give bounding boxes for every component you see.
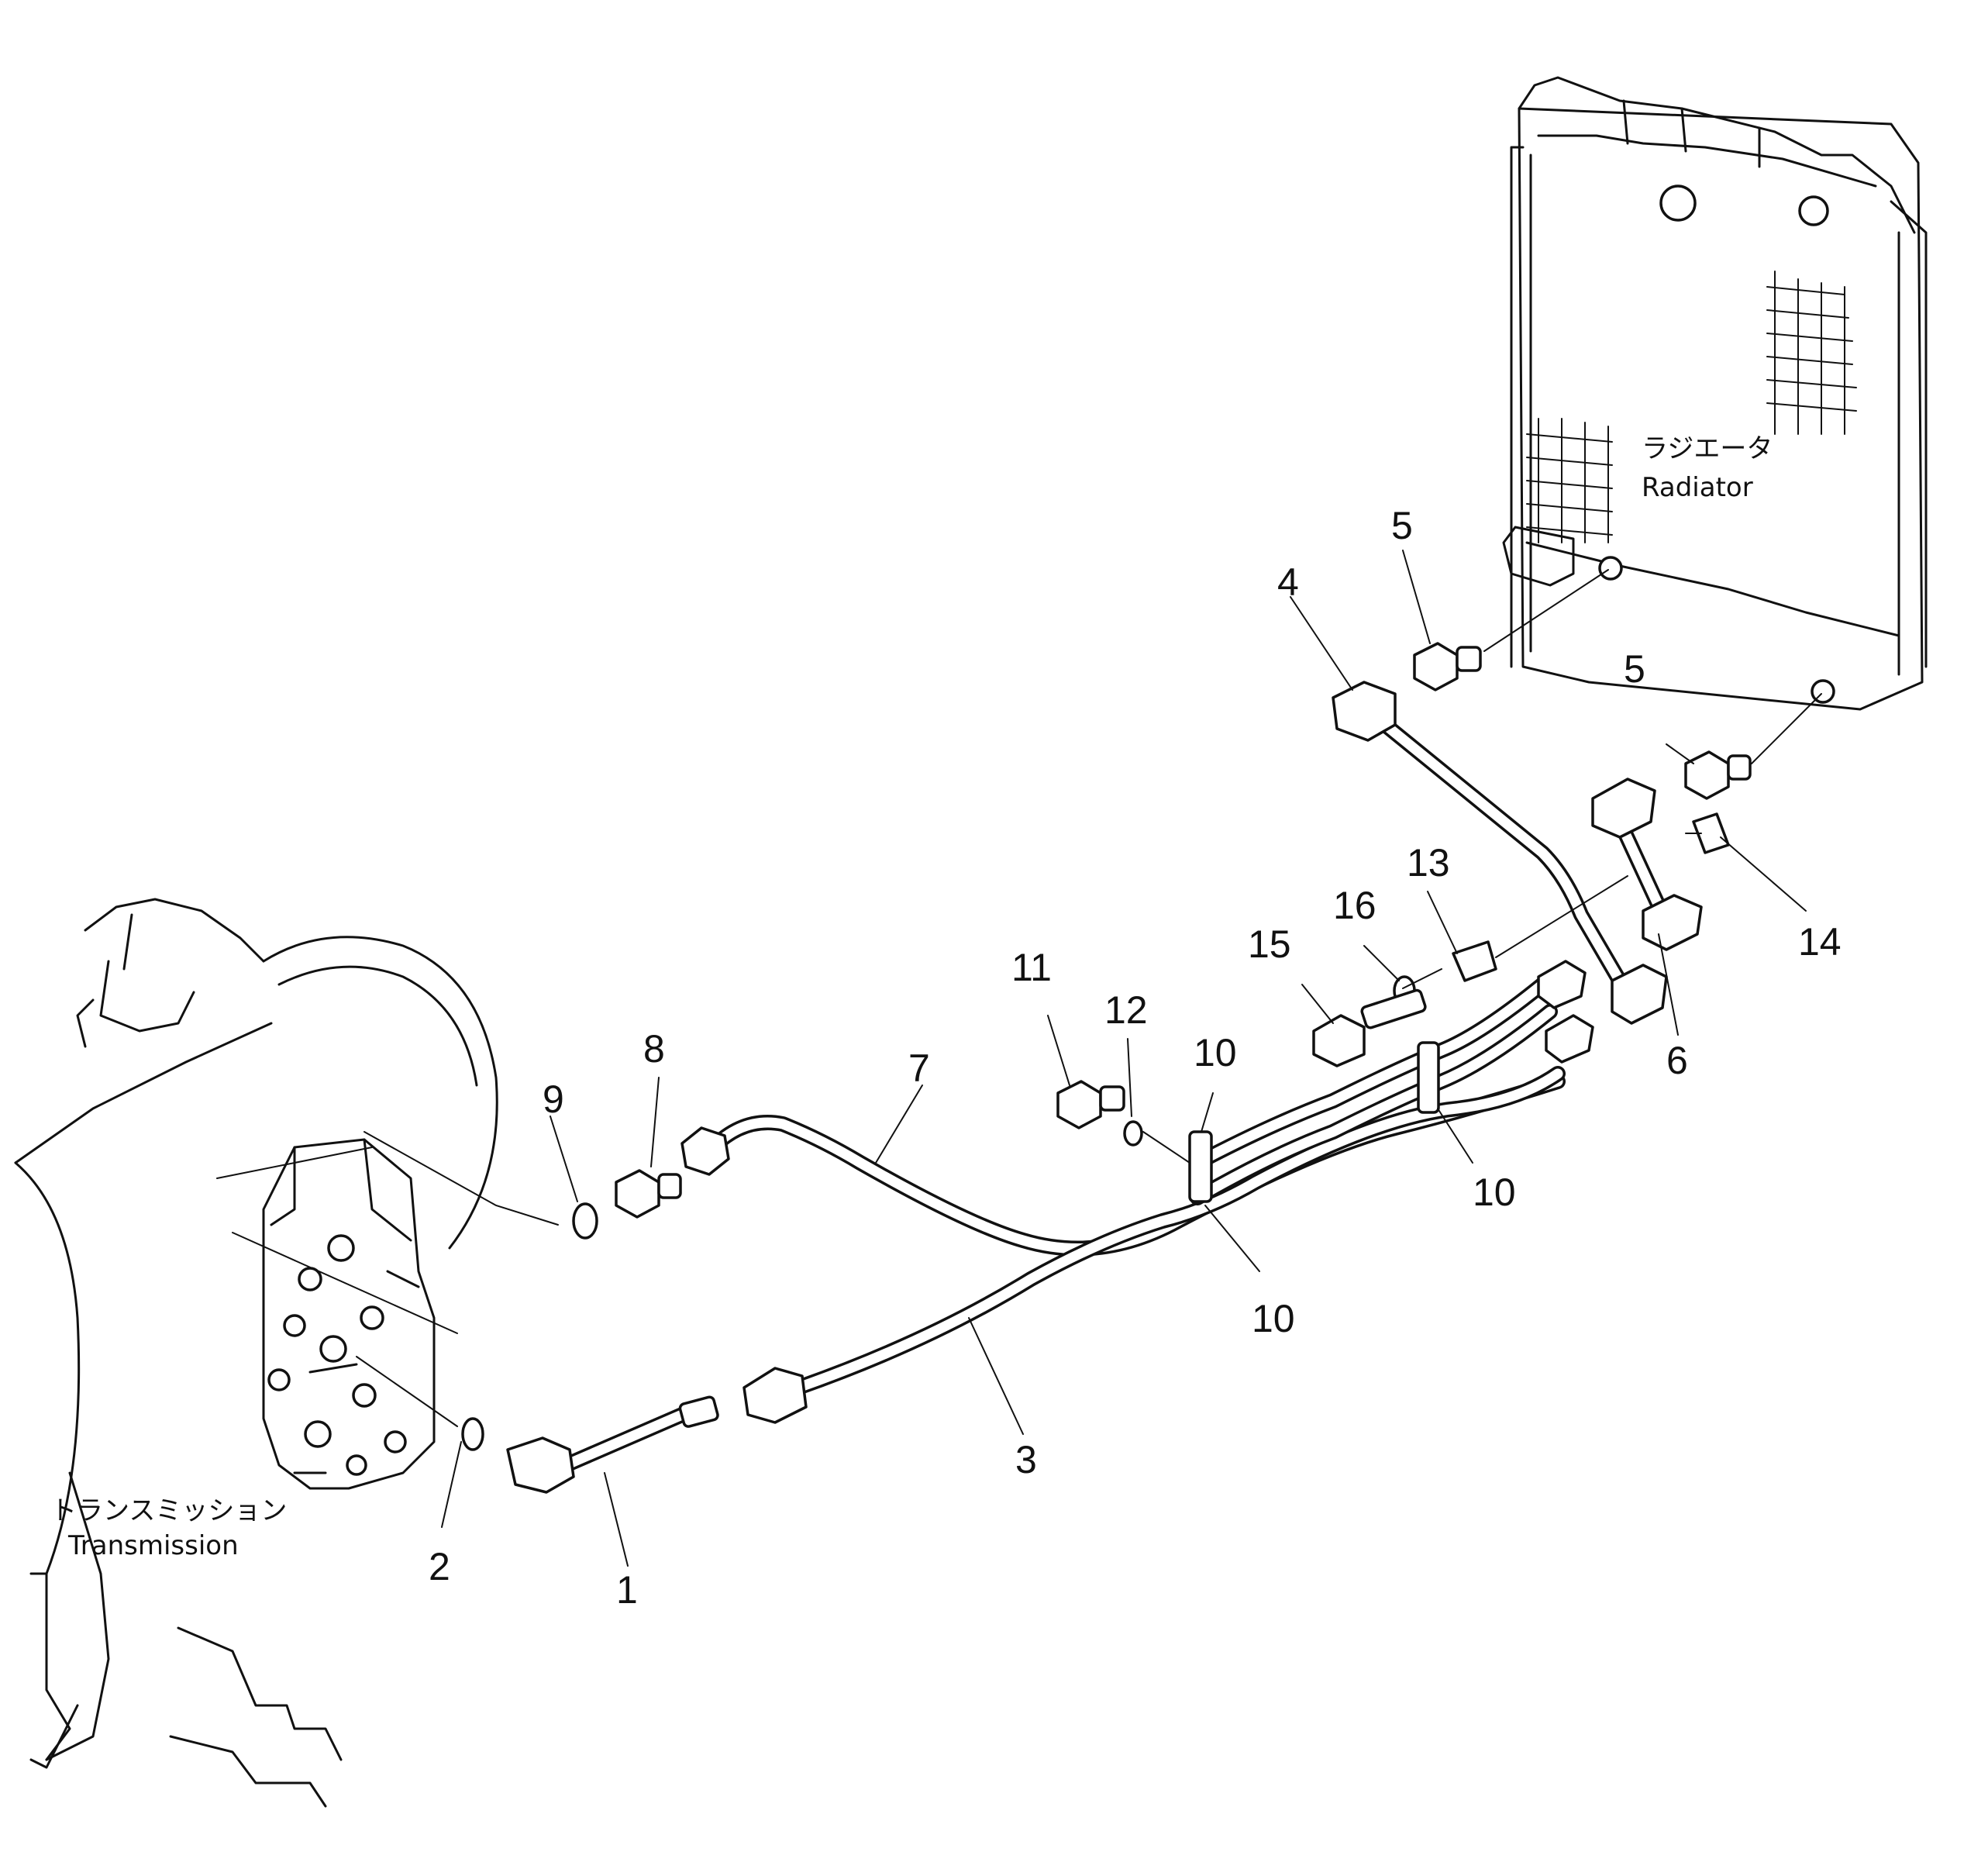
o-ring-2 bbox=[461, 1417, 484, 1451]
callout-9: 9 bbox=[543, 1078, 564, 1121]
radiator-label-en: Radiator bbox=[1642, 472, 1753, 503]
callout-16: 16 bbox=[1333, 884, 1376, 927]
elbow-1 bbox=[506, 1395, 719, 1494]
callout-10-right: 10 bbox=[1473, 1171, 1516, 1214]
tube-4 bbox=[1368, 709, 1643, 1016]
clamp-10-right bbox=[1417, 1041, 1440, 1114]
callout-14: 14 bbox=[1798, 920, 1842, 964]
radiator-label-jp: ラジエータ bbox=[1642, 433, 1773, 464]
bolt-11 bbox=[1056, 1080, 1125, 1129]
clip-13 bbox=[1452, 940, 1497, 982]
connector-8 bbox=[615, 1169, 682, 1219]
hose-end-upper bbox=[1537, 960, 1587, 1009]
callout-6: 6 bbox=[1666, 1039, 1688, 1082]
callout-5-upper: 5 bbox=[1391, 504, 1413, 547]
bolt-15 bbox=[1312, 988, 1427, 1067]
callout-11: 11 bbox=[1011, 946, 1052, 989]
washer-12 bbox=[1123, 1120, 1143, 1147]
callout-lines bbox=[550, 550, 1807, 1567]
leader-lines bbox=[216, 569, 1822, 1528]
o-ring-9 bbox=[572, 1202, 598, 1240]
callout-2: 2 bbox=[429, 1545, 450, 1588]
callout-10-top: 10 bbox=[1194, 1031, 1237, 1074]
nut-4 bbox=[1332, 681, 1397, 742]
tube-pair bbox=[1190, 977, 1558, 1205]
clamp-10-left bbox=[1188, 1130, 1213, 1203]
callout-12: 12 bbox=[1104, 988, 1148, 1032]
hose-3 bbox=[791, 1066, 1566, 1395]
transmission-label-en: Transmission bbox=[67, 1530, 239, 1561]
transmission-label-jp: トランスミッション bbox=[50, 1495, 287, 1526]
hose-end-lower bbox=[1545, 1014, 1594, 1064]
bracket-14 bbox=[1692, 812, 1730, 854]
callout-5-lower: 5 bbox=[1624, 647, 1645, 691]
hose-3-end bbox=[742, 1367, 808, 1424]
callout-13: 13 bbox=[1407, 841, 1450, 884]
elbow-6-low bbox=[1611, 964, 1668, 1025]
callout-4: 4 bbox=[1277, 560, 1299, 604]
transmission bbox=[14, 898, 498, 1808]
connector-5-lower bbox=[1684, 750, 1752, 800]
callout-7: 7 bbox=[908, 1047, 930, 1090]
connector-5-upper bbox=[1413, 642, 1482, 691]
callout-1: 1 bbox=[616, 1568, 638, 1612]
callout-15: 15 bbox=[1248, 922, 1291, 966]
elbow-6-top bbox=[1591, 778, 1656, 839]
callout-8: 8 bbox=[643, 1027, 665, 1071]
tube-1 bbox=[558, 1407, 690, 1473]
callout-3: 3 bbox=[1015, 1438, 1037, 1481]
radiator bbox=[1502, 76, 1928, 711]
callout-10-bottom: 10 bbox=[1252, 1297, 1295, 1340]
hose-7-elbow bbox=[680, 1126, 730, 1176]
elbow-6-mid bbox=[1642, 894, 1703, 951]
